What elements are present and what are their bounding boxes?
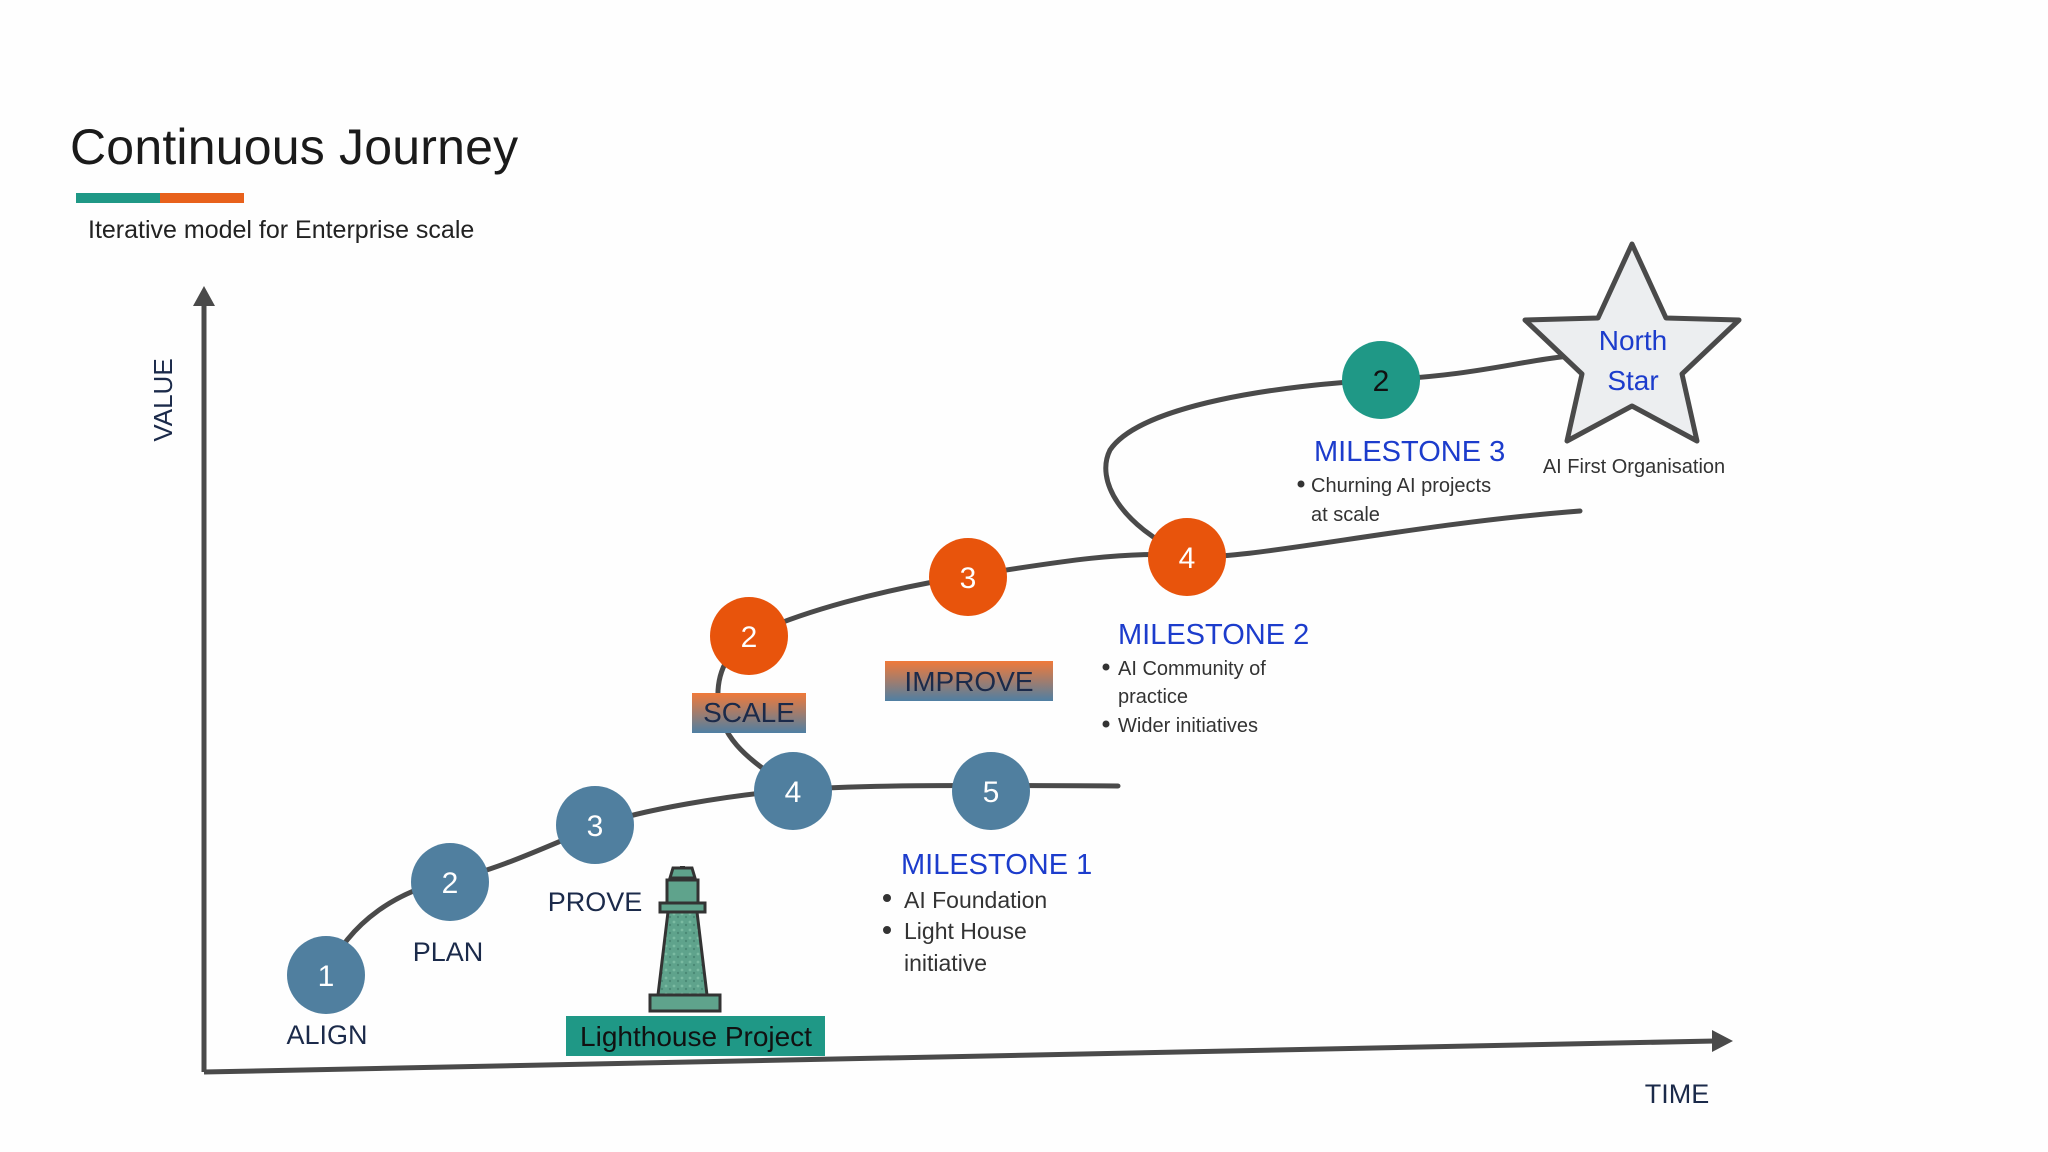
page-title: Continuous Journey: [70, 119, 519, 175]
scale-step-circle-4: 4: [1148, 518, 1226, 596]
step-label-plan: PLAN: [413, 937, 484, 967]
step-number: 1: [318, 960, 335, 993]
milestone-bullet: initiative: [904, 950, 987, 976]
milestone-title: MILESTONE 3: [1314, 436, 1505, 468]
bullet-dot: [883, 926, 891, 934]
svg-text:IMPROVE: IMPROVE: [904, 666, 1033, 697]
svg-text:Lighthouse Project: Lighthouse Project: [580, 1021, 812, 1052]
step-number: 2: [1373, 365, 1390, 398]
time-axis: [203, 1030, 1733, 1075]
milestone-bullet: Light House: [904, 918, 1027, 944]
north-star-label-line1: North: [1599, 325, 1667, 356]
title-bar-teal-segment: [76, 193, 160, 203]
milestone-2: MILESTONE 2 AI Community of practice Wid…: [1102, 619, 1309, 737]
lighthouse-icon: [648, 866, 722, 1013]
title-bar-orange-segment: [160, 193, 244, 203]
value-axis-label: VALUE: [148, 358, 178, 441]
step-circle-4: 4: [754, 752, 832, 830]
lighthouse-project-badge: Lighthouse Project: [566, 1016, 825, 1056]
step-number: 4: [785, 776, 802, 809]
svg-text:SCALE: SCALE: [703, 697, 795, 728]
time-axis-arrowhead: [1712, 1030, 1733, 1052]
step-number: 3: [960, 562, 977, 595]
step-circle-plan: 2: [411, 843, 489, 921]
north-star-label-line2: Star: [1607, 365, 1658, 396]
step-label-prove: PROVE: [548, 887, 643, 917]
milestone-bullet: Churning AI projects: [1311, 475, 1491, 497]
scale-step-circle-3: 3: [929, 538, 1007, 616]
milestone-bullet: AI Foundation: [904, 887, 1047, 913]
phase-label-scale: SCALE: [692, 693, 806, 733]
north-star-caption: AI First Organisation: [1543, 456, 1725, 478]
milestone-1: MILESTONE 1 AI Foundation Light House in…: [883, 849, 1092, 976]
time-axis-label: TIME: [1645, 1079, 1710, 1109]
value-axis: [193, 286, 215, 1072]
milestone-bullet: AI Community of: [1118, 658, 1266, 680]
step-number: 2: [442, 867, 459, 900]
bullet-dot: [1297, 480, 1305, 488]
step-number: 3: [587, 810, 604, 843]
step-circle-prove: 3: [556, 786, 634, 864]
north-star-icon: North Star: [1522, 241, 1742, 444]
step-label-align: ALIGN: [286, 1020, 367, 1050]
phase-label-improve: IMPROVE: [885, 661, 1053, 701]
milestone-bullet: practice: [1118, 686, 1188, 708]
bullet-dot: [883, 894, 891, 902]
top-step-circle-2: 2: [1342, 341, 1420, 419]
step-number: 5: [983, 776, 1000, 809]
step-number: 4: [1179, 542, 1196, 575]
page-subtitle: Iterative model for Enterprise scale: [88, 216, 475, 244]
step-circle-5: 5: [952, 752, 1030, 830]
milestone-title: MILESTONE 1: [901, 849, 1092, 881]
milestone-bullet: Wider initiatives: [1118, 715, 1258, 737]
milestone-title: MILESTONE 2: [1118, 619, 1309, 651]
step-number: 2: [741, 621, 758, 654]
step-circle-align: 1: [287, 936, 365, 1014]
milestone-bullet: at scale: [1311, 504, 1380, 526]
bullet-dot: [1102, 720, 1110, 728]
title-underline-bar: [76, 193, 244, 203]
bullet-dot: [1102, 663, 1110, 671]
scale-step-circle-2: 2: [710, 597, 788, 675]
milestone-3: MILESTONE 3 Churning AI projects at scal…: [1297, 436, 1505, 526]
curve-phase-3: [1103, 352, 1583, 559]
value-axis-arrowhead: [193, 286, 215, 306]
